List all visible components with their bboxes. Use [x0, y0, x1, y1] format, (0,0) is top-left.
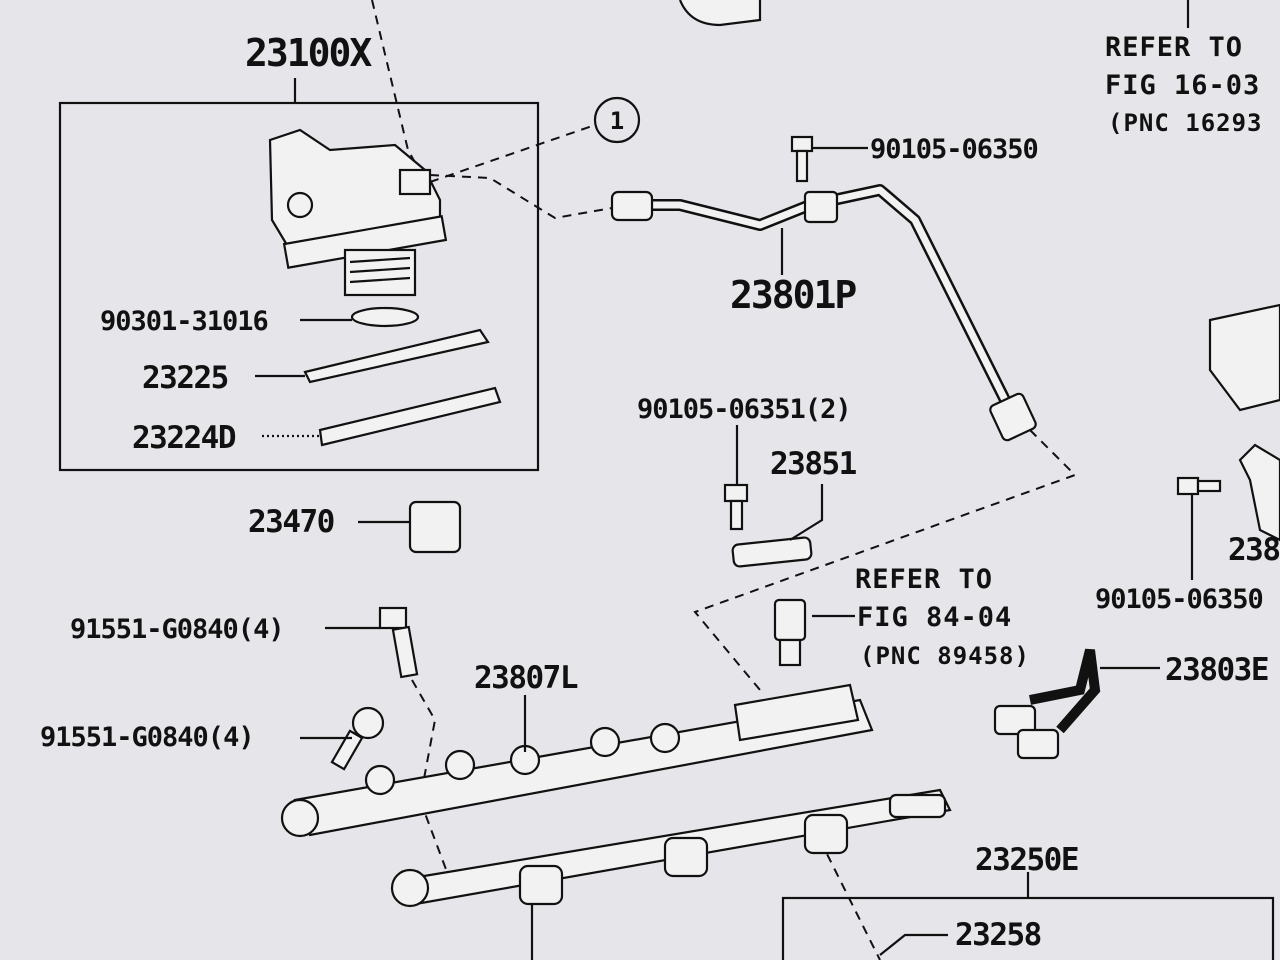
gasket-23851-drawing	[731, 536, 813, 568]
label-90105-06351: 90105-06351(2)	[637, 394, 851, 425]
lifter-drawing	[408, 500, 462, 554]
dash-callout-1	[429, 124, 596, 183]
top-part-drawing	[678, 0, 762, 27]
label-23250E: 23250E	[975, 842, 1078, 878]
label-91551-upper: 91551-G0840(4)	[70, 614, 284, 645]
fuel-rail-upper-drawing	[280, 683, 874, 838]
gasket-drawing	[303, 328, 490, 384]
label-23225: 23225	[142, 360, 228, 396]
pressure-sensor-drawing	[773, 598, 807, 667]
ref-top-line1: REFER TO	[1105, 32, 1243, 63]
label-90105-06350-right: 90105-06350	[1095, 584, 1263, 615]
label-90301-31016: 90301-31016	[100, 306, 268, 337]
label-90105-06350-top: 90105-06350	[870, 134, 1038, 165]
right-clip-drawing	[1238, 443, 1280, 542]
bolt-91551-lower-drawing	[330, 706, 385, 771]
label-23803E: 23803E	[1165, 652, 1268, 688]
label-23851: 23851	[770, 446, 857, 482]
fuel-pipe-drawing	[610, 184, 1037, 442]
bolt-mid-drawing	[723, 483, 749, 531]
o-ring-drawing	[350, 306, 420, 328]
fuel-pump-drawing	[268, 128, 448, 297]
callout-circle	[593, 96, 641, 144]
ref-mid-line3: (PNC 89458)	[860, 642, 1030, 670]
label-23100X: 23100X	[245, 31, 372, 75]
dash-rail-lower	[819, 839, 881, 960]
ref-mid-line1: REFER TO	[855, 564, 993, 595]
dash-pump-pipe	[429, 174, 613, 220]
callout-number: 1	[610, 107, 624, 135]
label-23258: 23258	[955, 917, 1041, 953]
dash-bolt	[411, 679, 451, 881]
dash-pipe-rail	[693, 429, 1077, 691]
label-23470: 23470	[248, 504, 334, 540]
fuel-rail-lower-drawing	[390, 788, 952, 908]
label-23801P: 23801P	[730, 273, 856, 317]
label-23224D: 23224D	[132, 420, 236, 456]
ref-top-line2: FIG 16-03	[1105, 70, 1260, 101]
assembly-box	[58, 101, 540, 472]
ref-mid-line2: FIG 84-04	[857, 602, 1012, 633]
harness-drawing	[993, 648, 1101, 760]
bolt-91551-upper-drawing	[378, 606, 419, 679]
leader-23258	[879, 933, 948, 956]
leader-23851	[789, 484, 824, 541]
label-238-partial: 238	[1228, 532, 1280, 568]
right-bracket-drawing	[1208, 303, 1280, 412]
ref-top-line3: (PNC 16293	[1108, 109, 1263, 137]
insulator-drawing	[318, 386, 502, 447]
bolt-right-drawing	[1176, 476, 1222, 496]
bolt-top-drawing	[790, 135, 814, 183]
label-23807L: 23807L	[474, 660, 578, 696]
label-91551-lower: 91551-G0840(4)	[40, 722, 254, 753]
